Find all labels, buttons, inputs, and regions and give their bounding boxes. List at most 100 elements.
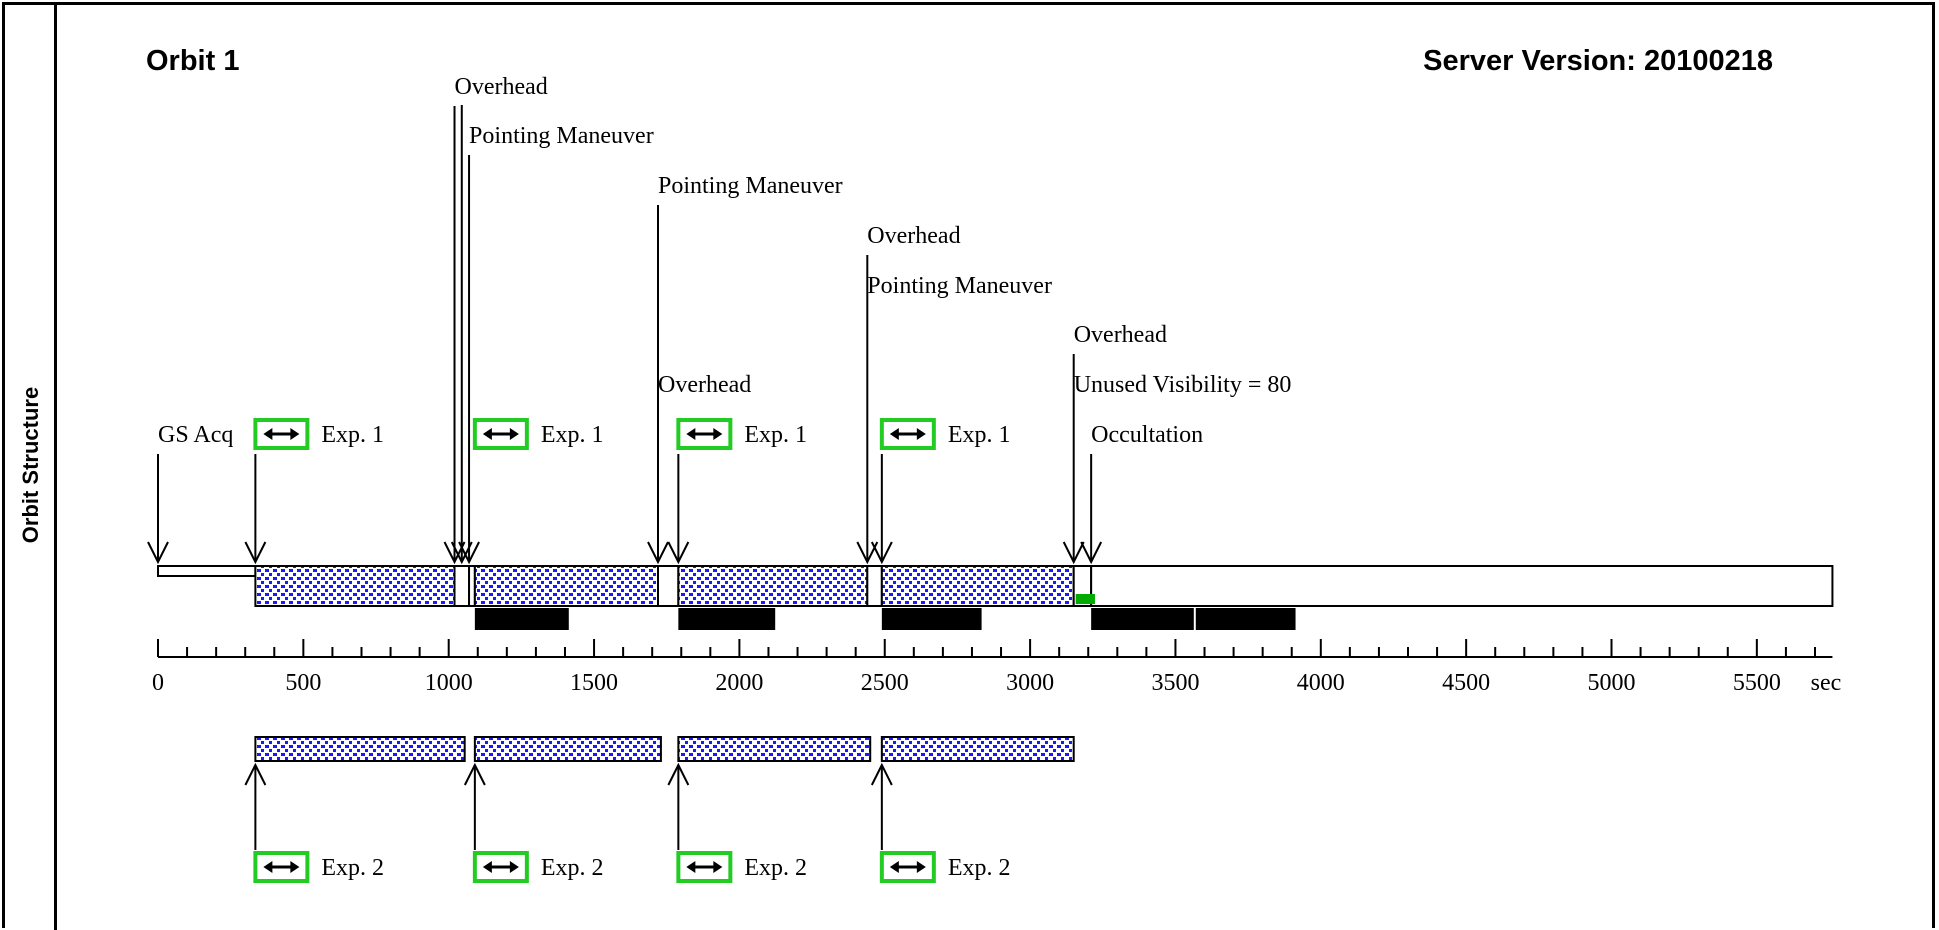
arrow-head — [870, 541, 893, 565]
black-bar — [474, 608, 569, 630]
icon-head-right — [290, 861, 300, 873]
axis-tick-label: 0 — [152, 670, 164, 696]
arrow-head — [667, 541, 690, 565]
annotation-label: Overhead — [455, 74, 548, 100]
axis-tick-label: 500 — [285, 670, 321, 696]
orbit-segment — [453, 565, 471, 607]
axis-tick-label: 1000 — [425, 670, 473, 696]
icon-head-left — [482, 428, 492, 440]
annotation-label: Overhead — [867, 223, 960, 249]
axis-tick-label: 4500 — [1442, 670, 1490, 696]
axis-tick-label: 3500 — [1151, 670, 1199, 696]
orbit-segment — [866, 565, 883, 607]
arrow-head — [647, 541, 669, 565]
exp2-label: Exp. 2 — [321, 855, 384, 881]
double-arrow-icon — [472, 418, 529, 450]
annotation-label: Overhead — [1074, 322, 1167, 348]
annotation-label: Pointing Maneuver — [658, 173, 843, 199]
double-arrow-icon — [253, 418, 310, 450]
exp2-arrow — [667, 762, 690, 850]
side-strip — [5, 5, 57, 930]
annotation-arrow — [856, 255, 879, 565]
double-arrow-icon — [472, 851, 529, 883]
annotation-arrow — [1062, 354, 1085, 565]
arrow-head — [147, 541, 169, 565]
axis-tick-label: 4000 — [1297, 670, 1345, 696]
orbit-segment — [1090, 565, 1834, 607]
icon-head-left — [686, 861, 696, 873]
exp2-label: Exp. 2 — [948, 855, 1011, 881]
double-arrow-icon — [879, 418, 936, 450]
exp2-segment — [473, 736, 662, 762]
double-arrow-icon — [879, 851, 936, 883]
annotation-label: Exp. 1 — [541, 422, 604, 448]
annotation-label: Overhead — [658, 372, 751, 398]
icon-head-left — [686, 428, 696, 440]
icon-head-left — [889, 861, 899, 873]
icon-head-left — [263, 428, 273, 440]
axis-tick-label: 1500 — [570, 670, 618, 696]
axis-tick-label: 2500 — [861, 670, 909, 696]
icon-head-right — [713, 428, 723, 440]
exp2-label: Exp. 2 — [541, 855, 604, 881]
double-arrow-icon — [676, 418, 733, 450]
annotation-arrow — [667, 454, 690, 565]
black-bar — [678, 608, 776, 630]
icon-head-right — [916, 428, 926, 440]
axis-unit-label: sec — [1811, 670, 1842, 696]
icon-head-left — [889, 428, 899, 440]
black-bar — [1195, 608, 1296, 630]
annotation-arrow — [1080, 454, 1103, 565]
exp2-arrow — [870, 762, 893, 850]
annotation-arrow — [244, 454, 267, 565]
icon-head-right — [290, 428, 300, 440]
annotation-arrow — [147, 454, 169, 565]
exp2-arrow — [463, 762, 486, 850]
annotation-label: Exp. 1 — [948, 422, 1011, 448]
arrow-head — [667, 762, 690, 786]
arrow-head — [870, 762, 893, 786]
annotation-label: Exp. 1 — [744, 422, 807, 448]
orbit-segment — [157, 565, 257, 577]
annotation-arrow — [870, 454, 893, 565]
icon-head-right — [509, 861, 519, 873]
arrow-head — [244, 541, 267, 565]
icon-head-right — [713, 861, 723, 873]
orbit-segment — [677, 565, 869, 607]
orbit-segment — [254, 565, 456, 607]
arrow-head — [458, 541, 480, 565]
annotation-arrow — [647, 205, 669, 565]
black-bar — [1091, 608, 1194, 630]
arrow-head — [1080, 541, 1103, 565]
double-arrow-icon — [676, 851, 733, 883]
double-arrow-icon — [253, 851, 310, 883]
orbit-segment — [657, 565, 680, 607]
axis-tick-label: 5000 — [1588, 670, 1636, 696]
arrow-head — [856, 541, 879, 565]
green-marker — [1075, 594, 1095, 604]
axis-tick-label: 5500 — [1733, 670, 1781, 696]
arrow-head — [244, 762, 267, 786]
black-bars — [474, 608, 1296, 630]
annotation-label: Pointing Maneuver — [867, 273, 1052, 299]
orbit-segment — [473, 565, 660, 607]
annotation-label: Pointing Maneuver — [469, 123, 654, 149]
orbit-segment — [880, 565, 1075, 607]
exp2-segment — [880, 736, 1075, 762]
annotation-label: Exp. 1 — [321, 422, 384, 448]
annotation-arrow — [458, 155, 480, 565]
icon-head-left — [263, 861, 273, 873]
exp2-segment — [677, 736, 872, 762]
icon-head-right — [509, 428, 519, 440]
orbit-title: Orbit 1 — [146, 45, 239, 77]
server-version: Server Version: 20100218 — [1423, 45, 1773, 77]
annotation-label: GS Acq — [158, 422, 233, 448]
annotation-label: Unused Visibility = 80 — [1074, 372, 1292, 398]
annotation-label: Occultation — [1091, 422, 1203, 448]
orbit-bar — [157, 565, 1834, 607]
exp2-segment — [254, 736, 466, 762]
